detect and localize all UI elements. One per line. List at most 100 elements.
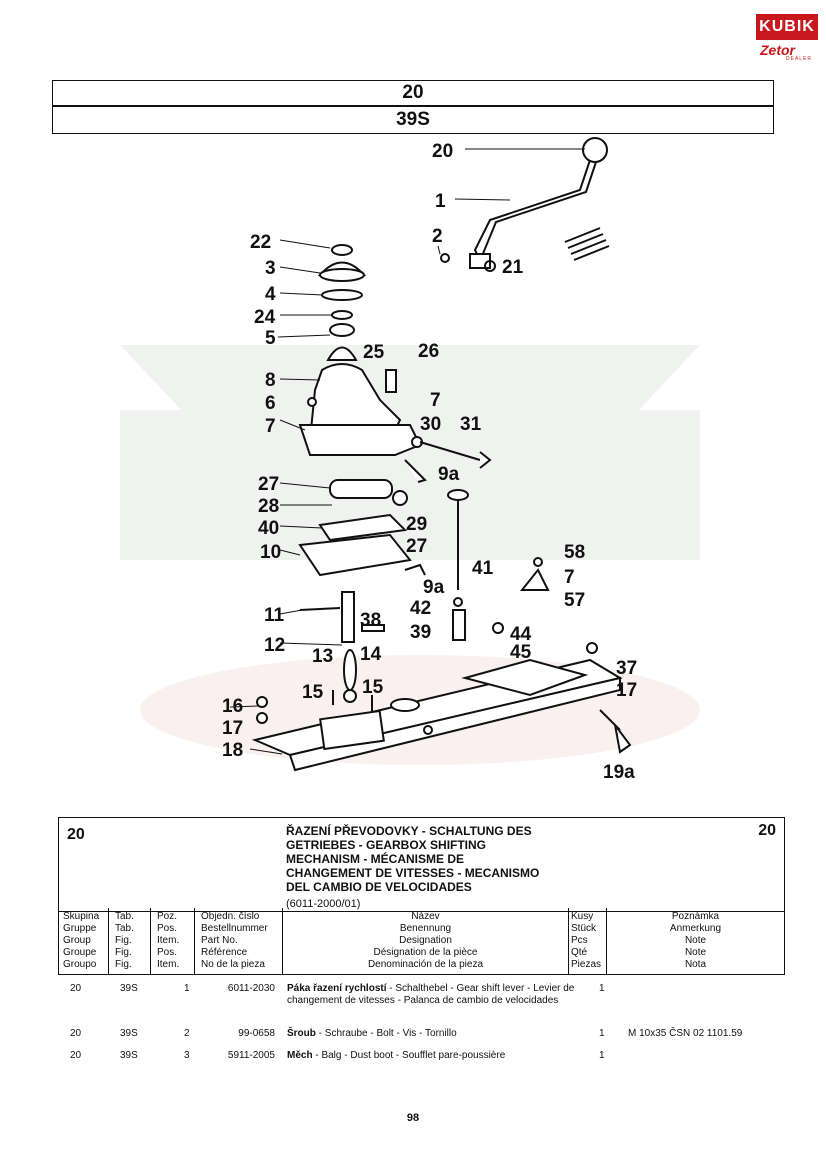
row-group: 20 xyxy=(70,983,82,994)
callout: 40 xyxy=(258,518,279,539)
callout: 7 xyxy=(265,416,276,437)
callout: 41 xyxy=(472,558,494,579)
row-qty: 1 xyxy=(599,1050,605,1061)
callout: 22 xyxy=(250,232,271,253)
callout: 6 xyxy=(265,393,276,414)
callout: 7 xyxy=(564,567,575,588)
title-line: ŘAZENÍ PŘEVODOVKY - SCHALTUNG DES xyxy=(286,824,532,838)
table-row: 20 39S 3 5911-2005 Měch - Balg - Dust bo… xyxy=(58,1050,783,1064)
row-group: 20 xyxy=(70,1050,82,1061)
logo-dealer: DEALER xyxy=(786,56,813,62)
callout: 13 xyxy=(312,646,333,667)
row-table: 39S xyxy=(120,983,138,994)
callout: 2 xyxy=(432,226,443,247)
callout: 5 xyxy=(265,328,276,349)
callout: 8 xyxy=(265,370,276,391)
callout: 17 xyxy=(222,718,243,739)
callout: 17 xyxy=(616,680,637,701)
row-note: M 10x35 ČSN 02 1101.59 xyxy=(628,1028,743,1039)
group-number-right: 20 xyxy=(758,822,776,839)
callout: 7 xyxy=(430,390,441,411)
callout-labels: 20 1 2 21 22 3 4 24 5 25 26 8 6 7 7 30 3… xyxy=(222,141,637,783)
row-position: 2 xyxy=(184,1028,190,1039)
row-part-number: 5911-2005 xyxy=(227,1050,275,1061)
callout: 27 xyxy=(406,536,427,557)
kubik-zetor-logo: KUBIK Zetor DEALER xyxy=(756,14,818,62)
selector-finger-part xyxy=(299,591,385,715)
callout: 39 xyxy=(410,622,431,643)
callout: 14 xyxy=(360,644,382,665)
callout: 9a xyxy=(423,577,445,598)
callout: 1 xyxy=(435,191,446,212)
callout: 44 xyxy=(510,624,532,645)
group-header: 20 xyxy=(52,80,774,106)
callout: 29 xyxy=(406,514,427,535)
callout: 26 xyxy=(418,341,439,362)
row-part-number: 6011-2030 xyxy=(227,983,275,994)
section-title: ŘAZENÍ PŘEVODOVKY - SCHALTUNG DES GETRIE… xyxy=(286,824,566,894)
callout: 19a xyxy=(603,762,635,783)
col-position-header: Poz.Pos.Item.Pos.Item. xyxy=(151,908,195,974)
callout: 15 xyxy=(362,677,384,698)
table-row: 20 39S 1 6011-2030 Páka řazení rychlostí… xyxy=(58,983,783,1023)
callout: 10 xyxy=(260,542,281,563)
callout: 3 xyxy=(265,258,276,279)
row-part-number: 99-0658 xyxy=(238,1028,275,1039)
logo-brand: Zetor xyxy=(760,42,795,58)
upper-housing-part xyxy=(298,363,492,483)
callout: 25 xyxy=(363,342,385,363)
section-info-box: 20 20 ŘAZENÍ PŘEVODOVKY - SCHALTUNG DES … xyxy=(58,817,785,912)
table-row: 20 39S 2 99-0658 Šroub - Schraube - Bolt… xyxy=(58,1028,783,1042)
callout: 15 xyxy=(302,682,324,703)
row-description: Měch - Balg - Dust boot - Soufflet pare-… xyxy=(287,1050,506,1061)
shift-rod-part xyxy=(447,489,469,641)
row-table: 39S xyxy=(120,1050,138,1061)
callout: 20 xyxy=(432,141,453,162)
title-line: MECHANISM - MÉCANISME DE xyxy=(286,852,465,866)
callout: 58 xyxy=(564,542,585,563)
group-number-left: 20 xyxy=(67,826,85,843)
callout: 42 xyxy=(410,598,431,619)
logo-wordmark: KUBIK xyxy=(756,14,818,40)
col-table-header: Tab.Tab.Fig.Fig.Fig. xyxy=(109,908,151,974)
callout: 12 xyxy=(264,635,285,656)
row-description: Páka řazení rychlostí - Schalthebel - Ge… xyxy=(287,983,575,1006)
callout: 24 xyxy=(254,307,276,328)
row-position: 1 xyxy=(184,983,190,994)
callout: 9a xyxy=(438,464,460,485)
callout: 45 xyxy=(510,642,532,663)
title-line: GETRIEBES - GEARBOX SHIFTING xyxy=(286,838,487,852)
callout: 38 xyxy=(360,610,381,631)
page-number: 98 xyxy=(406,1112,420,1124)
right-small-parts xyxy=(492,557,632,754)
callout: 31 xyxy=(460,414,482,435)
title-line: CHANGEMENT DE VITESSES - MECANISMO xyxy=(286,866,540,880)
spring-assembly xyxy=(298,479,426,577)
direction-arrow xyxy=(564,227,610,261)
callout: 11 xyxy=(264,605,285,626)
callout: 4 xyxy=(265,284,276,305)
exploded-parts-diagram: 20 1 2 21 22 3 4 24 5 25 26 8 6 7 7 30 3… xyxy=(120,137,700,783)
callout: 57 xyxy=(564,590,585,611)
row-table: 39S xyxy=(120,1028,138,1039)
row-qty: 1 xyxy=(599,1028,605,1039)
callout: 30 xyxy=(420,414,441,435)
row-group: 20 xyxy=(70,1028,82,1039)
callout: 27 xyxy=(258,474,279,495)
base-plate-part xyxy=(251,658,623,772)
gear-lever-part xyxy=(440,137,608,272)
assembly-code: (6011-2000/01) xyxy=(286,898,361,910)
title-line: DEL CAMBIO DE VELOCIDADES xyxy=(286,880,472,894)
row-description: Šroub - Schraube - Bolt - Vis - Tornillo xyxy=(287,1028,457,1039)
leader-lines xyxy=(229,148,585,755)
row-qty: 1 xyxy=(599,983,605,994)
callout: 16 xyxy=(222,696,243,717)
callout: 28 xyxy=(258,496,279,517)
callout: 18 xyxy=(222,740,243,761)
